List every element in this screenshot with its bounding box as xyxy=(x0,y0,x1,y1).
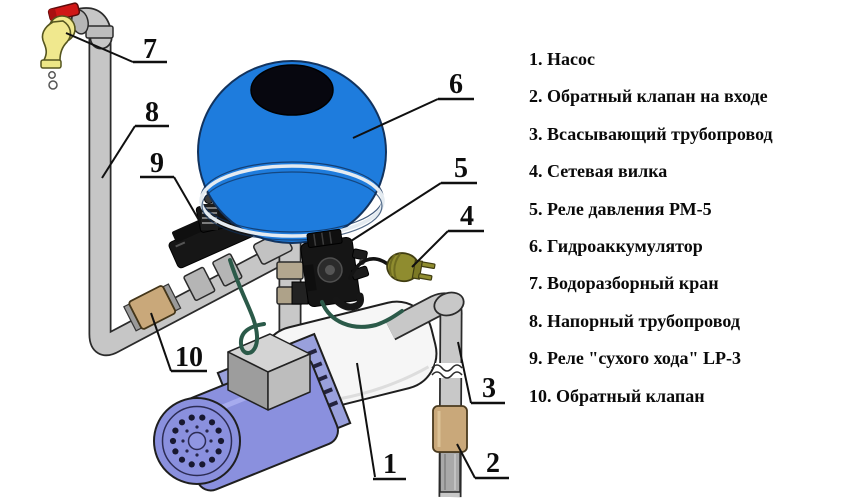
callout-leaders xyxy=(65,32,509,481)
callout-7-number: 7 xyxy=(143,34,157,65)
fan-cover xyxy=(153,397,241,485)
pipe-collar xyxy=(85,25,114,39)
legend-item-1: 1. Насос xyxy=(529,49,595,69)
pipe-end-segment xyxy=(439,451,461,493)
power-plug xyxy=(386,252,436,283)
callout-6 xyxy=(352,97,474,139)
legend-item-3: 3. Всасывающий трубопровод xyxy=(529,123,773,144)
callout-7 xyxy=(65,32,167,64)
union-nut xyxy=(276,261,304,280)
callout-4 xyxy=(411,229,484,268)
legend-item-9: 9. Реле "сухого хода" LP-3 xyxy=(529,348,742,369)
tank-inlet-pipe xyxy=(253,230,304,332)
callout-9-number: 9 xyxy=(150,148,164,179)
callout-5-number: 5 xyxy=(454,153,468,184)
tank-inlet-hole xyxy=(250,64,334,116)
relay-spring xyxy=(202,207,217,224)
callout-8-number: 8 xyxy=(145,97,159,128)
suction-pipe xyxy=(384,291,468,498)
callout-8 xyxy=(101,124,169,179)
pressure-relay xyxy=(291,228,370,311)
pressure-pipe xyxy=(70,7,294,357)
terminal-box xyxy=(227,333,311,411)
check-valve-inlet xyxy=(432,405,468,453)
callout-10-number: 10 xyxy=(175,342,203,373)
legend-item-8: 8. Напорный трубопровод xyxy=(529,310,740,331)
callout-3-number: 3 xyxy=(482,373,496,404)
water-drop xyxy=(48,80,58,90)
elbow-collar xyxy=(433,291,465,317)
callout-3 xyxy=(457,341,505,405)
callout-6-number: 6 xyxy=(449,69,463,100)
pump xyxy=(153,300,438,492)
check-valve-outlet xyxy=(123,283,182,332)
legend-item-5: 5. Реле давления РМ-5 xyxy=(529,198,712,219)
callout-2 xyxy=(456,443,509,480)
callout-5 xyxy=(350,181,477,242)
callout-4-number: 4 xyxy=(460,201,474,232)
legend-item-10: 10. Обратный клапан xyxy=(529,385,705,406)
legend-item-7: 7. Водоразборный кран xyxy=(529,273,719,294)
tap-spout xyxy=(40,59,62,69)
dry-run-relay-wire xyxy=(228,258,266,355)
callout-1-number: 1 xyxy=(383,449,397,480)
water-drop xyxy=(48,71,56,79)
legend-item-4: 4. Сетевая вилка xyxy=(529,161,668,182)
hydroaccumulator-tank xyxy=(197,60,387,244)
callout-10 xyxy=(150,312,207,373)
electrical-wires xyxy=(228,258,404,355)
pipe-break-mark xyxy=(431,363,466,379)
callout-2-number: 2 xyxy=(486,448,500,479)
pressure-relay-wire xyxy=(320,300,404,329)
legend-item-6: 6. Гидроаккумулятор xyxy=(529,235,703,256)
legend: 1. Насос 2. Обратный клапан на входе 3. … xyxy=(529,50,844,424)
water-tap xyxy=(40,2,89,90)
callout-numbers: 7 8 9 10 6 5 4 3 2 1 xyxy=(143,34,500,480)
plug-prong xyxy=(421,261,436,270)
plug-prong xyxy=(417,273,433,281)
legend-item-2: 2. Обратный клапан на входе xyxy=(529,86,768,107)
callout-1 xyxy=(356,362,406,481)
pipe-coupling xyxy=(183,266,216,301)
tank-seam-band xyxy=(199,164,385,238)
callout-9 xyxy=(140,175,201,223)
